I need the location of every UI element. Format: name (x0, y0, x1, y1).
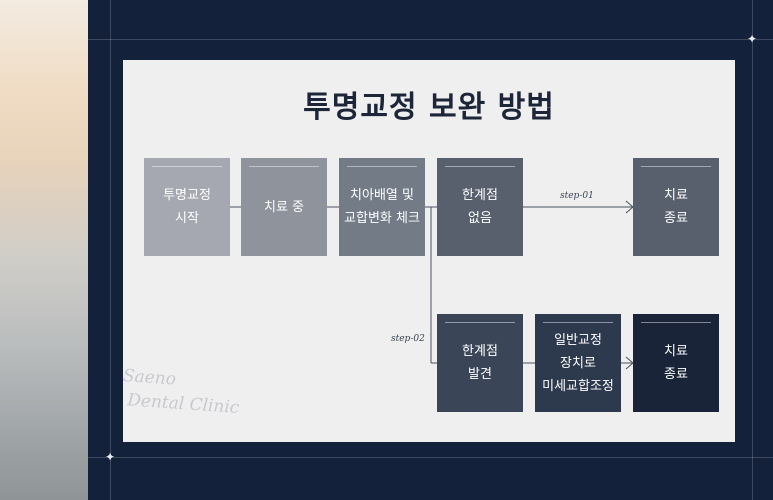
guide-line-right (752, 0, 753, 500)
guide-line-left (110, 0, 111, 500)
background-photo (0, 0, 88, 500)
flow-box-end-bottom: 치료 종료 (633, 314, 719, 412)
sparkle-icon: ✦ (747, 32, 758, 46)
guide-line-top (88, 39, 773, 40)
step-label-1: step-01 (560, 191, 594, 201)
sparkle-icon: ✦ (105, 450, 116, 464)
flow-box-limit-found: 한계점 발견 (437, 314, 523, 412)
flow-box-during: 치료 중 (241, 158, 327, 256)
flow-box-end-top: 치료 종료 (633, 158, 719, 256)
flow-box-start: 투명교정 시작 (144, 158, 230, 256)
step-label-2: step-02 (391, 334, 425, 344)
flow-box-check: 치아배열 및 교합변화 체크 (339, 158, 425, 256)
clinic-watermark: Saeno Dental Clinic (120, 364, 241, 420)
guide-line-bottom (88, 457, 773, 458)
diagram-title: 투명교정 보완 방법 (303, 90, 555, 125)
flow-box-general: 일반교정 장치로 미세교합조정 (535, 314, 621, 412)
flow-box-no-limit: 한계점 없음 (437, 158, 523, 256)
